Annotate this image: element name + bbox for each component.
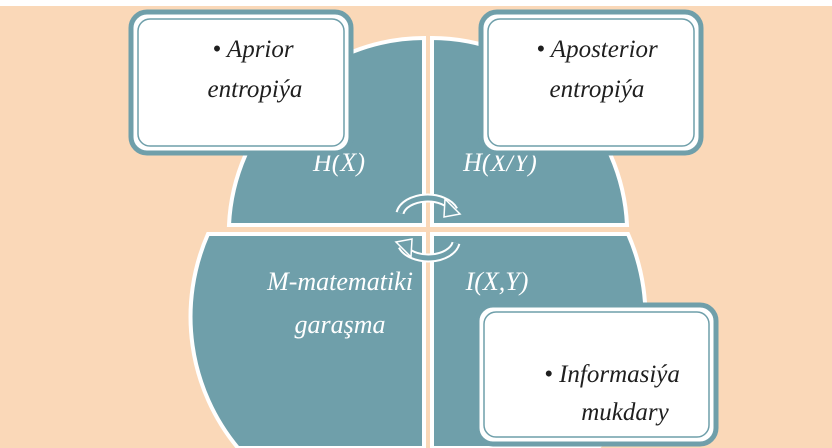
quadrant-bottom-left: M-matematiki garaşma	[188, 232, 426, 448]
callout-bottom-right-line2: mukdary	[581, 399, 669, 426]
quadrant-label-bottom-left-line2: garaşma	[294, 310, 385, 339]
cycle-arrow-bottom	[394, 238, 461, 263]
callout-top-left: • Aprior entropiýa	[128, 9, 354, 156]
quadrant-label-bottom-left-line1: M-matematiki	[266, 267, 413, 296]
callout-top-left-line1: • Aprior	[212, 36, 293, 63]
callout-top-right: • Aposterior entropiýa	[478, 9, 704, 156]
callout-top-right-line2: entropiýa	[550, 76, 645, 103]
cycle-arrows-icon	[394, 193, 462, 263]
callout-top-left-line2: entropiýa	[208, 76, 303, 103]
callout-bottom-right-line1: • Informasiýa	[544, 361, 680, 388]
callout-bottom-right: • Informasiýa mukdary	[474, 302, 719, 447]
callout-top-right-line1: • Aposterior	[536, 36, 658, 63]
quadrant-label-bottom-right: I(X,Y)	[465, 267, 529, 296]
cycle-arrow-top	[395, 193, 462, 218]
